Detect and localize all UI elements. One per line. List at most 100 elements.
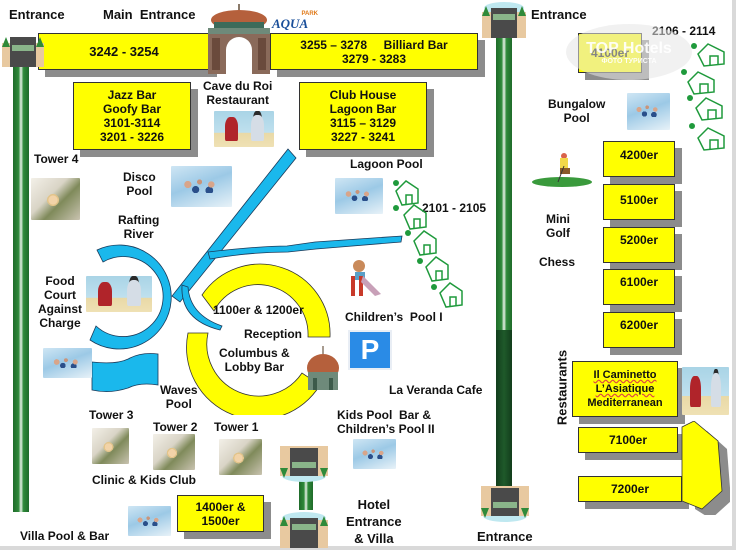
left-grass-path [13, 62, 29, 512]
building-jazz-bar[interactable]: Jazz Bar Goofy Bar 3101-3114 3201 - 3226 [73, 82, 191, 150]
building-restaurants[interactable]: Il Caminetto L’Asiatique Mediterranean [572, 361, 678, 417]
kids-line-1: Kids Pool Bar & [337, 408, 432, 422]
cave-line-1: Cave du Roi [203, 79, 273, 93]
jazz-line-1: Jazz Bar [107, 88, 157, 102]
building-5100-label: 5100er [619, 193, 659, 207]
cave-line-2: Restaurant [206, 93, 270, 107]
columbus-line-2: Lobby Bar [224, 360, 284, 374]
dome-building-icon [307, 346, 339, 390]
gate-hotel-lower-icon[interactable] [280, 512, 328, 548]
tower3-photo [92, 428, 129, 464]
club-line-3: 3115 – 3129 [329, 116, 397, 130]
waves-pool-photo [43, 348, 92, 378]
gate-bottom-icon[interactable] [481, 486, 529, 522]
entrance-top-right-label: Entrance [531, 7, 587, 22]
bungalows-2101-label: 2101 - 2105 [422, 201, 487, 215]
food-court-label: Food Court Against Charge [38, 274, 82, 330]
watermark: TOP Hotels ФОТО ТУРИСТА [566, 24, 692, 80]
building-5200-label: 5200er [619, 233, 659, 247]
rafting-river-label: Rafting River [118, 213, 159, 241]
ring-1100-label: 1100er & 1200er [213, 303, 304, 317]
columbus-line-1: Columbus & [219, 346, 290, 360]
restaurant-line-3: Mediterranean [587, 397, 663, 409]
food-court-photo [86, 276, 152, 312]
food-line-1: Food [45, 274, 75, 288]
lagoon-pool-label: Lagoon Pool [350, 157, 423, 171]
tower3-label: Tower 3 [89, 408, 134, 422]
hotel-entrance-path [299, 480, 313, 510]
entrance-bottom-label: Entrance [477, 529, 533, 544]
bungalow-pool-line-2: Pool [563, 111, 590, 125]
building-3242-3254[interactable]: 3242 - 3254 [38, 33, 210, 70]
mini-golf-label: Mini Golf [546, 212, 570, 240]
building-3255-label: 3255 – 3278 Billiard Bar [300, 37, 448, 52]
building-3242-3254-label: 3242 - 3254 [89, 43, 159, 59]
disco-pool-photo [171, 166, 232, 207]
bungalow-pool-line-1: Bungalow [548, 97, 606, 111]
watermark-line-1: TOP Hotels [586, 39, 672, 57]
building-5200[interactable]: 5200er [603, 227, 675, 263]
jazz-line-4: 3201 - 3226 [99, 130, 165, 144]
disco-line-2: Pool [126, 184, 153, 198]
logo-park-text: PARK [301, 11, 318, 17]
gate-top-left-icon[interactable] [2, 33, 44, 67]
building-5100[interactable]: 5100er [603, 184, 675, 220]
hotel-line-1: Hotel [357, 497, 391, 512]
building-1400-line-2: 1500er [201, 513, 240, 528]
la-veranda-label: La Veranda Cafe [389, 383, 483, 397]
lagoon-pool-photo [335, 178, 383, 214]
building-6100[interactable]: 6100er [603, 269, 675, 305]
kids-pool-photo [353, 439, 396, 469]
restaurants-vertical-label: Restaurants [554, 349, 570, 426]
parking-sign[interactable]: P [348, 330, 392, 370]
main-entrance-arch-icon [208, 4, 270, 74]
childrens-slide-icon [351, 260, 381, 296]
logo-aqua-text: AQUA [272, 16, 309, 31]
tower4-label: Tower 4 [34, 152, 79, 166]
gate-top-right-icon[interactable] [482, 2, 526, 38]
bungalows-2101-2105-icon[interactable] [390, 175, 480, 315]
building-6200[interactable]: 6200er [603, 312, 675, 348]
main-entrance-label: Main Entrance [103, 7, 196, 22]
bottom-grass-path [496, 330, 512, 490]
waves-line-1: Waves [160, 383, 198, 397]
club-line-4: 3227 - 3241 [330, 130, 396, 144]
villa-pool-label: Villa Pool & Bar [20, 529, 110, 543]
food-line-2: Court [44, 288, 76, 302]
hotel-entrance-label: Hotel Entrance & Villa [346, 496, 402, 547]
building-7200-label: 7200er [610, 482, 650, 496]
reception-label: Reception [244, 327, 303, 341]
food-line-3: Against [38, 302, 83, 316]
building-club-house[interactable]: Club House Lagoon Bar 3115 – 3129 3227 -… [299, 82, 427, 150]
building-6200-label: 6200er [619, 318, 659, 332]
chess-label: Chess [539, 255, 576, 269]
waves-line-2: Pool [165, 397, 192, 411]
building-7100-label: 7100er [608, 433, 648, 447]
parking-icon: P [360, 334, 380, 365]
tower4-photo [31, 178, 80, 220]
gate-hotel-upper-icon[interactable] [280, 446, 328, 482]
food-line-4: Charge [39, 316, 81, 330]
building-4200[interactable]: 4200er [603, 141, 675, 177]
tower2-photo [153, 434, 195, 470]
villa-pool-photo [128, 506, 171, 536]
tower2-label: Tower 2 [153, 420, 198, 434]
building-3255-3283[interactable]: 3255 – 3278 Billiard Bar 3279 - 3283 [270, 33, 478, 70]
jazz-line-2: Goofy Bar [102, 102, 161, 116]
disco-pool-label: Disco Pool [123, 170, 156, 198]
building-1400-1500[interactable]: 1400er & 1500er [177, 495, 264, 532]
rafting-line-1: Rafting [118, 213, 160, 227]
disco-line-1: Disco [123, 170, 156, 184]
entrance-top-left-label: Entrance [9, 7, 65, 22]
building-7200[interactable]: 7200er [578, 476, 682, 502]
building-7100[interactable]: 7100er [578, 427, 678, 453]
kids-line-2: Children’s Pool II [337, 422, 435, 436]
rafting-line-2: River [123, 227, 154, 241]
waves-pool-label: Waves Pool [160, 383, 198, 411]
building-3279-label: 3279 - 3283 [341, 51, 407, 66]
restaurant-line-2: L’Asiatique [595, 383, 655, 395]
hotel-line-2: Entrance [346, 514, 402, 529]
kids-pool-bar-label: Kids Pool Bar & Children’s Pool II [337, 408, 435, 436]
bungalows-2106-2114-icon[interactable] [668, 40, 734, 160]
